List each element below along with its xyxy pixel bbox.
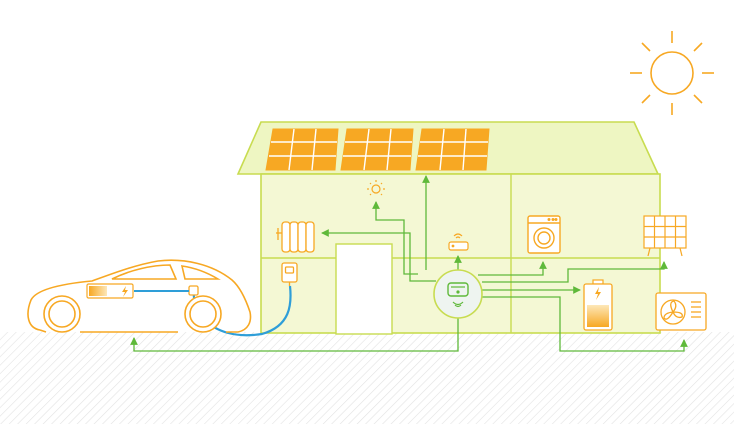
- arrow-to-heat-pump: [478, 296, 688, 352]
- wallbox-charger-icon: [281, 262, 298, 286]
- arrow-to-light: [372, 201, 418, 275]
- car-battery-level: [89, 286, 107, 296]
- car-battery-icon: [86, 283, 134, 299]
- arrow-to-car: [130, 318, 459, 352]
- electric-car-icon: [27, 259, 252, 333]
- washing-machine-icon: [527, 215, 561, 254]
- solar-panel-icon: [265, 128, 339, 171]
- energy-manager-hub-icon[interactable]: [433, 269, 483, 319]
- ground: [0, 332, 734, 424]
- doorway: [335, 243, 393, 335]
- home-battery-icon: [583, 279, 613, 331]
- wifi-router-icon: [448, 233, 469, 251]
- solar-panel-icon: [340, 128, 414, 171]
- arrow-to-radiator: [321, 229, 436, 282]
- arrow-to-washer: [478, 261, 547, 276]
- radiator-icon: [276, 221, 315, 253]
- heat-pump-icon: [655, 292, 707, 331]
- home-battery-level: [587, 305, 609, 327]
- solar-panel-icon: [415, 128, 490, 171]
- car-charge-port: [188, 285, 199, 296]
- sun-icon: [630, 31, 714, 115]
- solar-panel-icon: [643, 215, 687, 257]
- ceiling-light-icon: [367, 180, 385, 196]
- arrow-to-facade-panel: [482, 261, 668, 283]
- roof-solar-panels: [265, 128, 490, 171]
- energy-flow-arrows: [130, 175, 688, 352]
